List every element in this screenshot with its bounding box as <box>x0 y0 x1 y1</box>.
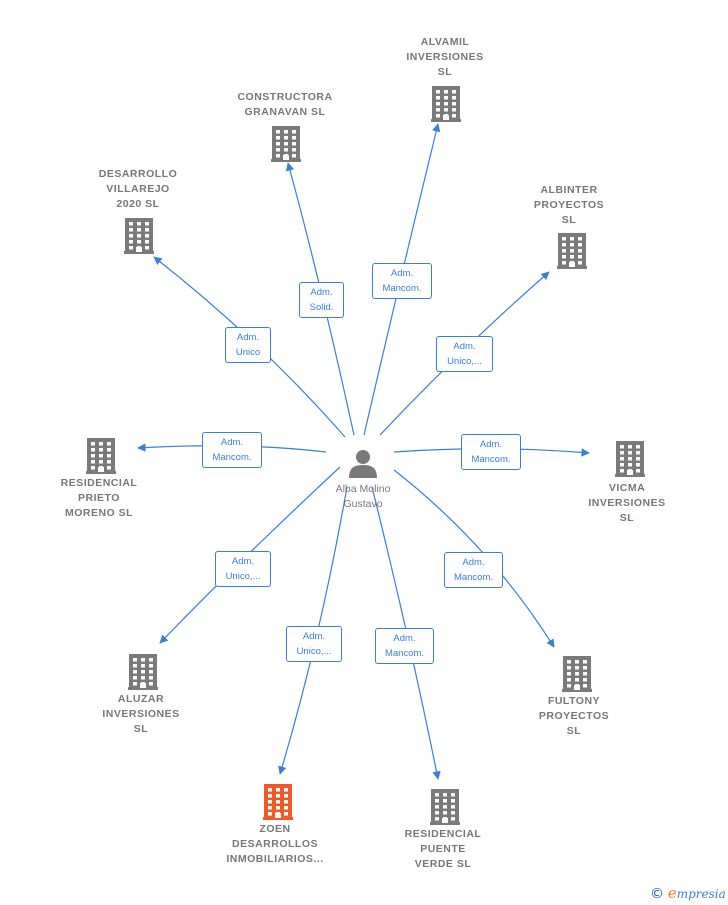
relation-label-line: Mancom. <box>471 454 511 465</box>
relation-label-albinter[interactable]: Adm. Unico,... <box>436 336 493 372</box>
company-label-granavan[interactable]: CONSTRUCTORA GRANAVAN SL <box>225 90 345 120</box>
relation-label-line: Solid. <box>309 302 334 313</box>
building-icon[interactable] <box>263 784 293 820</box>
copyright-symbol: © <box>650 886 664 902</box>
company-label-line: INMOBILIARIOS... <box>226 853 324 865</box>
company-label-line: SL <box>561 214 577 226</box>
company-label-fultony[interactable]: FULTONY PROYECTOS SL <box>514 694 634 739</box>
building-icon[interactable] <box>124 218 154 254</box>
person-icon[interactable] <box>347 448 379 478</box>
building-icon[interactable] <box>431 86 461 122</box>
relation-label-line: Adm. <box>393 633 416 644</box>
company-label-line: SL <box>619 512 635 524</box>
company-label-alvamil[interactable]: ALVAMIL INVERSIONES SL <box>385 35 505 80</box>
company-label-line: CONSTRUCTORA <box>237 91 333 103</box>
building-icon[interactable] <box>557 233 587 269</box>
company-label-line: ALBINTER <box>540 184 598 196</box>
person-name-line: Alba Molino <box>335 483 391 495</box>
building-icon[interactable] <box>430 789 460 825</box>
company-label-line: FULTONY <box>547 695 601 707</box>
company-label-line: SL <box>437 66 453 78</box>
relation-label-aluzar[interactable]: Adm. Unico,... <box>215 551 271 587</box>
relation-label-line: Unico,... <box>296 646 332 657</box>
company-label-zoen[interactable]: ZOEN DESARROLLOS INMOBILIARIOS... <box>215 822 335 867</box>
relation-label-line: Adm. <box>302 631 326 642</box>
relation-label-alvamil[interactable]: Adm. Mancom. <box>372 263 432 299</box>
company-label-line: PRIETO <box>78 492 120 504</box>
company-label-line: PROYECTOS <box>533 199 605 211</box>
company-label-line: SL <box>566 725 582 737</box>
company-label-line: INVERSIONES <box>102 708 180 720</box>
relation-label-fultony[interactable]: Adm. Mancom. <box>444 552 503 588</box>
relation-label-line: Mancom. <box>453 572 494 583</box>
relation-label-line: Unico <box>235 347 261 358</box>
brand-watermark: © empresia <box>650 884 726 902</box>
company-label-line: RESIDENCIAL <box>60 477 138 489</box>
company-label-line: 2020 SL <box>116 198 160 210</box>
brand-initial: e <box>667 884 677 902</box>
relation-label-line: Adm. <box>310 287 333 298</box>
building-icon[interactable] <box>562 656 592 692</box>
company-label-aluzar[interactable]: ALUZAR INVERSIONES SL <box>81 692 201 737</box>
company-label-line: MORENO SL <box>64 507 134 519</box>
relation-label-puente[interactable]: Adm. Mancom. <box>375 628 434 664</box>
company-label-line: VICMA <box>608 482 646 494</box>
person-name-line: Gustavo <box>343 498 383 510</box>
relation-label-vicma[interactable]: Adm. Mancom. <box>461 434 521 470</box>
company-label-villarejo[interactable]: DESARROLLO VILLAREJO 2020 SL <box>78 167 198 212</box>
relation-label-line: Mancom. <box>212 452 252 463</box>
company-label-line: SL <box>133 723 149 735</box>
relation-label-line: Adm. <box>231 556 255 567</box>
relation-label-line: Adm. <box>479 439 503 450</box>
building-icon[interactable] <box>128 654 158 690</box>
relation-label-prieto[interactable]: Adm. Mancom. <box>202 432 262 468</box>
building-icon[interactable] <box>615 441 645 477</box>
company-label-line: DESARROLLOS <box>231 838 318 850</box>
person-name[interactable]: Alba Molino Gustavo <box>303 482 423 512</box>
edge-fultony <box>393 469 555 648</box>
company-label-line: INVERSIONES <box>588 497 666 509</box>
relation-label-line: Adm. <box>220 437 244 448</box>
company-label-vicma[interactable]: VICMA INVERSIONES SL <box>567 481 687 526</box>
company-label-line: INVERSIONES <box>406 51 484 63</box>
relation-label-line: Mancom. <box>384 648 425 659</box>
company-label-line: PUENTE <box>420 843 466 855</box>
building-icon[interactable] <box>271 126 301 162</box>
relation-label-line: Adm. <box>462 557 485 568</box>
company-label-line: ZOEN <box>259 823 291 835</box>
company-label-line: VERDE SL <box>414 858 472 870</box>
company-label-puente[interactable]: RESIDENCIAL PUENTE VERDE SL <box>383 827 503 872</box>
company-label-prieto[interactable]: RESIDENCIAL PRIETO MORENO SL <box>39 476 159 521</box>
company-label-line: GRANAVAN SL <box>244 106 326 118</box>
relation-label-line: Unico,... <box>225 571 261 582</box>
company-label-line: ALUZAR <box>117 693 165 705</box>
relation-label-line: Adm. <box>236 332 260 343</box>
company-label-line: VILLAREJO <box>106 183 170 195</box>
company-label-albinter[interactable]: ALBINTER PROYECTOS SL <box>509 183 629 228</box>
relation-label-line: Adm. <box>390 268 414 279</box>
company-label-line: ALVAMIL <box>420 36 470 48</box>
relation-label-line: Unico,... <box>447 356 482 367</box>
relation-label-line: Adm. <box>453 341 476 352</box>
building-icon[interactable] <box>86 438 116 474</box>
relation-label-villarejo[interactable]: Adm. Unico <box>225 327 271 363</box>
company-label-line: PROYECTOS <box>538 710 610 722</box>
relation-label-zoen[interactable]: Adm. Unico,... <box>286 626 342 662</box>
relation-label-granavan[interactable]: Adm. Solid. <box>299 282 344 318</box>
relation-label-line: Mancom. <box>382 283 422 294</box>
company-label-line: DESARROLLO <box>98 168 178 180</box>
company-label-line: RESIDENCIAL <box>404 828 482 840</box>
brand-name: mpresia <box>676 887 726 901</box>
